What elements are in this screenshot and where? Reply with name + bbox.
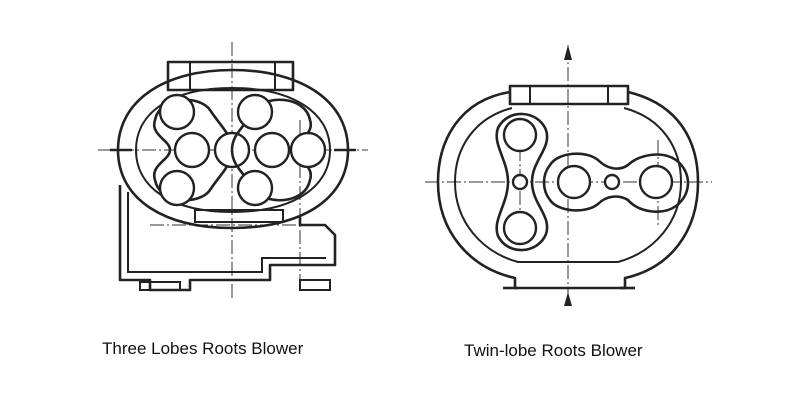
twin-lobe-caption: Twin-lobe Roots Blower: [464, 341, 643, 360]
three-lobe-blower-drawing: [98, 42, 368, 300]
three-lobe-caption: Three Lobes Roots Blower: [102, 339, 304, 358]
outer-casing: [110, 68, 356, 230]
twin-lobe-blower-drawing: [425, 45, 712, 306]
rotor-hole: [556, 164, 592, 200]
rotor-hole: [253, 131, 291, 169]
left-rotor: [152, 93, 234, 207]
rotor-hole: [289, 131, 327, 169]
right-rotor: [230, 93, 327, 207]
three-lobe-blower-panel: Three Lobes Roots Blower: [98, 42, 368, 358]
rotor-hole: [236, 93, 274, 131]
rotor-hole: [173, 131, 211, 169]
horizontal-rotor: [542, 152, 690, 213]
rotor-hole: [502, 117, 538, 153]
inlet-port: [166, 60, 295, 92]
vertical-rotor: [495, 112, 549, 252]
rotor-hole: [158, 169, 196, 207]
twin-lobe-blower-panel: Twin-lobe Roots Blower: [400, 0, 800, 400]
rotor-hole: [236, 169, 274, 207]
rotor-shaft: [511, 173, 529, 191]
rotor-hole: [502, 210, 538, 246]
rotor-hole: [158, 93, 196, 131]
rotor-hole: [638, 164, 674, 200]
inlet-arrow: [564, 45, 572, 60]
outlet-arrow: [564, 292, 572, 306]
rotor-shaft: [603, 173, 621, 191]
outer-casing: [436, 84, 700, 290]
discharge-housing: [118, 185, 337, 292]
